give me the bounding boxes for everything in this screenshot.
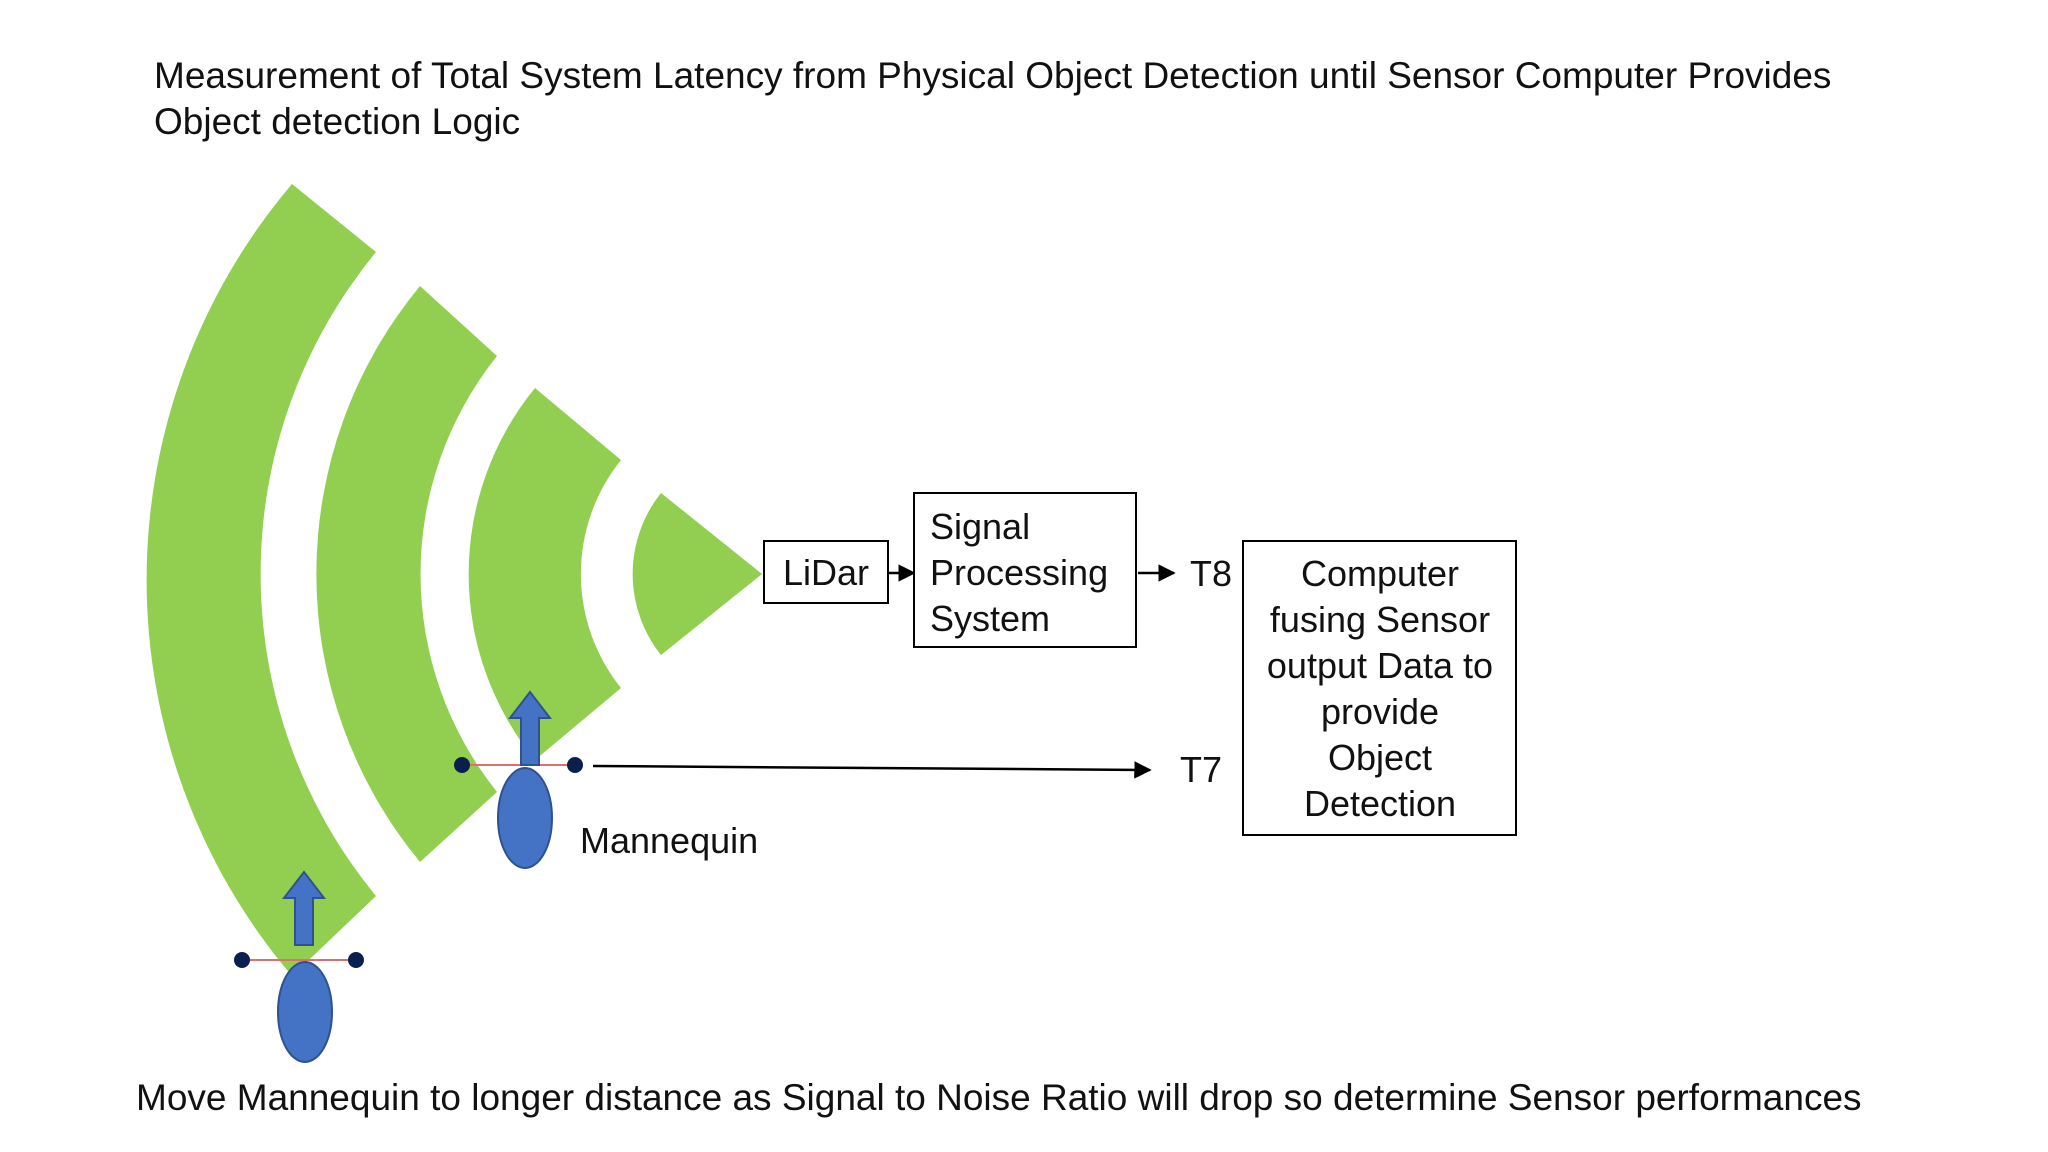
mannequin-label: Mannequin [580, 820, 758, 861]
computer-box-line-5: Object [1328, 737, 1432, 778]
mannequin-far-right-dot [348, 952, 364, 968]
mannequin-near-body [497, 767, 553, 869]
signal-box-line-2: Processing [930, 552, 1108, 593]
arrow-up-icon [507, 690, 553, 766]
computer-box-line-3: output Data to [1267, 645, 1493, 686]
t8-label: T8 [1190, 553, 1232, 594]
computer-box-line-1: Computer [1301, 553, 1459, 594]
signal-wave-outer [146, 184, 376, 976]
title-line-1: Measurement of Total System Latency from… [154, 55, 1831, 96]
computer-block: Computer fusing Sensor output Data to pr… [1242, 540, 1517, 836]
signal-wave-small [632, 493, 762, 655]
footer-caption: Move Mannequin to longer distance as Sig… [136, 1077, 1862, 1118]
arrow-mannequin-to-t7 [592, 761, 1152, 779]
lidar-box [763, 540, 889, 604]
lidar-label: LiDar [783, 552, 869, 593]
signal-wave-medium [468, 388, 621, 760]
mannequin-near-left-dot [454, 757, 470, 773]
lidar-block: LiDar [763, 540, 889, 604]
mannequin-near [454, 690, 583, 869]
computer-box-line-4: provide [1321, 691, 1439, 732]
arrow-up-icon [281, 870, 327, 946]
computer-box-line-6: Detection [1304, 783, 1456, 824]
mannequin-near-right-dot [567, 757, 583, 773]
computer-box-line-2: fusing Sensor [1270, 599, 1490, 640]
t7-label: T7 [1180, 749, 1222, 790]
mannequin-far [234, 870, 364, 1063]
signal-wave-large [316, 286, 497, 862]
wifi-signal-waves [146, 184, 762, 976]
signal-box-line-1: Signal [930, 506, 1030, 547]
mannequin-far-body [277, 961, 333, 1063]
signal-box-line-3: System [930, 598, 1050, 639]
title-line-2: Object detection Logic [154, 101, 520, 142]
signal-processing-box [913, 492, 1137, 648]
mannequin-far-left-dot [234, 952, 250, 968]
computer-box [1242, 540, 1517, 836]
signal-processing-block: Signal Processing System [913, 492, 1137, 648]
